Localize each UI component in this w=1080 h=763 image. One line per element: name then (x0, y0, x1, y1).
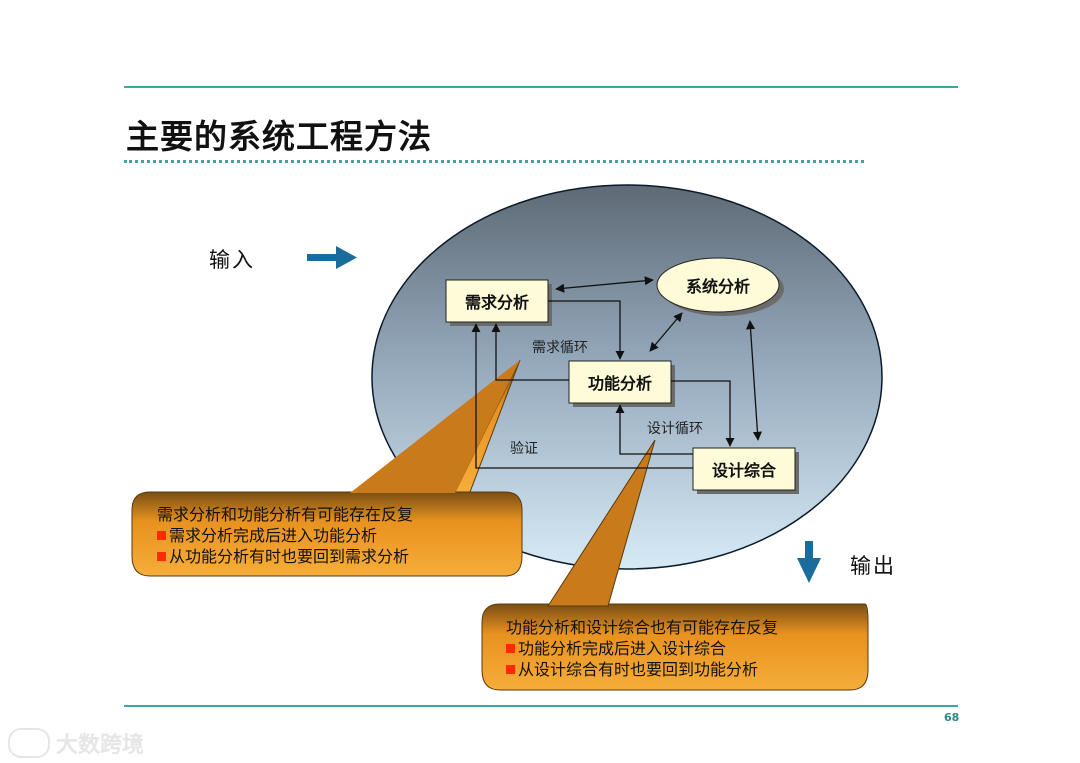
watermark: 大数跨境 (8, 727, 144, 759)
callout-left-text: 需求分析和功能分析有可能存在反复 需求分析完成后进入功能分析 从功能分析有时也要… (157, 504, 413, 567)
watermark-logo-icon (8, 728, 50, 758)
watermark-text: 大数跨境 (56, 733, 145, 758)
requirements-analysis-label: 需求分析 (464, 293, 529, 312)
functional-analysis-label: 功能分析 (587, 374, 652, 393)
callout-right-text: 功能分析和设计综合也有可能存在反复 功能分析完成后进入设计综合 从设计综合有时也… (506, 617, 778, 680)
top-divider (124, 86, 958, 88)
bottom-divider (124, 705, 958, 707)
callout-right-bullet-text: 从设计综合有时也要回到功能分析 (518, 660, 759, 679)
callout-left-bullet-text: 从功能分析有时也要回到需求分析 (169, 547, 410, 566)
title-underline (124, 160, 864, 163)
callout-left-shape (131, 359, 523, 577)
output-arrow-icon (797, 541, 821, 583)
output-label: 输出 (850, 554, 896, 578)
callout-right-bullet-text: 功能分析完成后进入设计综合 (518, 639, 727, 658)
bullet-square-icon (157, 552, 166, 561)
bullet-square-icon (506, 644, 515, 653)
bullet-square-icon (506, 665, 515, 674)
requirements-loop-label: 需求循环 (532, 340, 588, 356)
callout-right-bullet: 功能分析完成后进入设计综合 (506, 638, 778, 659)
page-number: 68 (944, 711, 960, 724)
system-analysis-label: 系统分析 (685, 277, 750, 296)
callout-left-heading: 需求分析和功能分析有可能存在反复 (157, 505, 414, 524)
verification-label: 验证 (510, 441, 538, 457)
callout-right-heading: 功能分析和设计综合也有可能存在反复 (506, 618, 779, 637)
requirements-analysis-box (445, 279, 552, 326)
bullet-square-icon (157, 531, 166, 540)
functional-analysis-box (568, 360, 675, 407)
callout-left-bullet: 从功能分析有时也要回到需求分析 (157, 546, 413, 567)
callout-left-bullet: 需求分析完成后进入功能分析 (157, 525, 413, 546)
design-synthesis-label: 设计综合 (711, 461, 776, 480)
page-title: 主要的系统工程方法 (126, 117, 432, 156)
callout-right-shape (481, 439, 869, 691)
input-label: 输入 (209, 248, 255, 272)
design-synthesis-box (692, 447, 799, 494)
flow-arrows (471, 276, 762, 469)
system-analysis-ellipse (656, 257, 784, 316)
callout-left-bullet-text: 需求分析完成后进入功能分析 (169, 526, 378, 545)
design-loop-label: 设计循环 (647, 421, 703, 437)
callout-right-bullet: 从设计综合有时也要回到功能分析 (506, 659, 778, 680)
input-arrow-icon (307, 246, 357, 269)
